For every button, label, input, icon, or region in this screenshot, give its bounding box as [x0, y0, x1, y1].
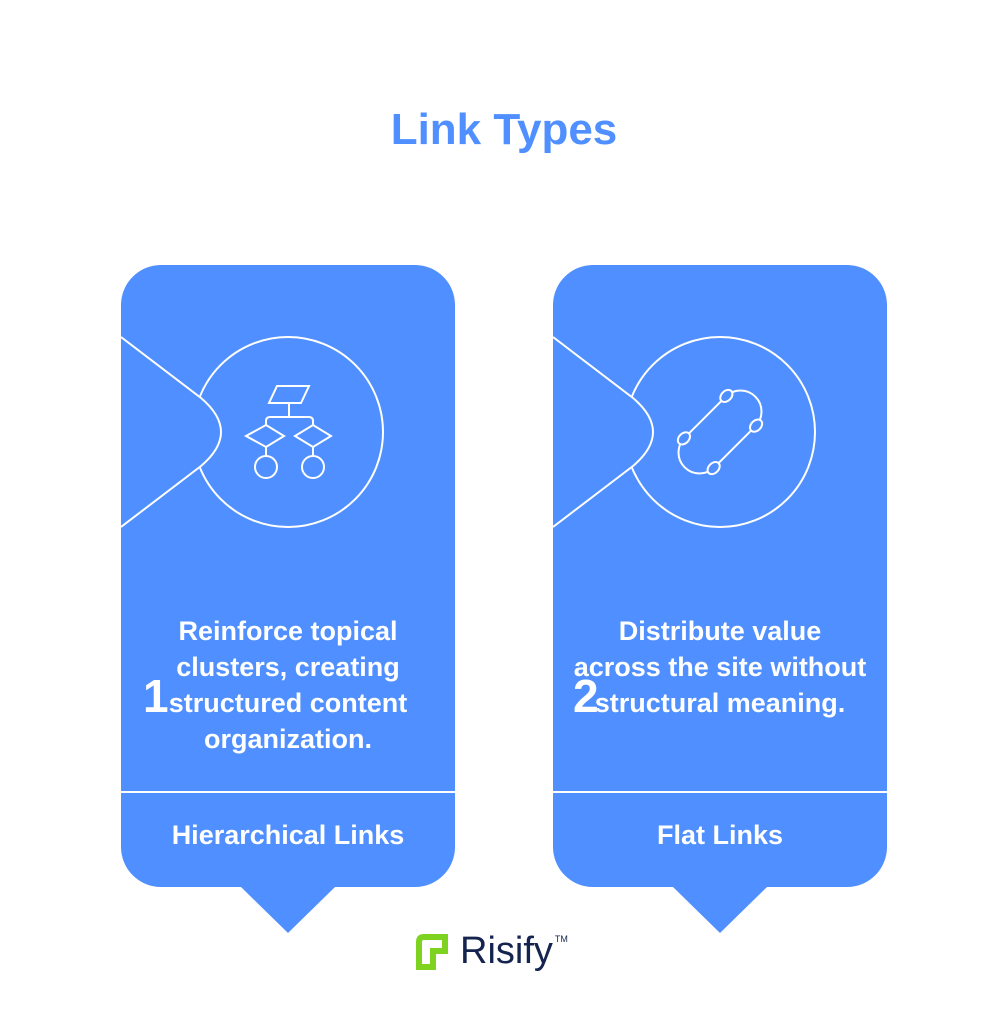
card-description: Reinforce topical clusters, creating str… [168, 616, 408, 754]
risify-logo: Risify TM [414, 930, 568, 973]
card-background [553, 265, 887, 933]
card-hierarchical-links: 1 Reinforce topical clusters, creating s… [121, 265, 455, 933]
page-title: Link Types [390, 105, 618, 154]
card-description: Distribute value across the site without… [573, 616, 867, 718]
card-background [121, 265, 455, 933]
card-number: 1 [143, 670, 169, 722]
flowchart-icon [243, 385, 333, 479]
logo-text: Risify [460, 930, 553, 972]
card-label: Flat Links [656, 820, 784, 850]
card-number: 2 [573, 670, 599, 722]
logo-mark-icon [416, 933, 448, 970]
trademark: TM [554, 934, 568, 944]
card-flat-links: 2 Distribute value across the site witho… [553, 265, 887, 933]
skateboard-icon [676, 388, 764, 476]
card-label: Hierarchical Links [171, 820, 405, 850]
